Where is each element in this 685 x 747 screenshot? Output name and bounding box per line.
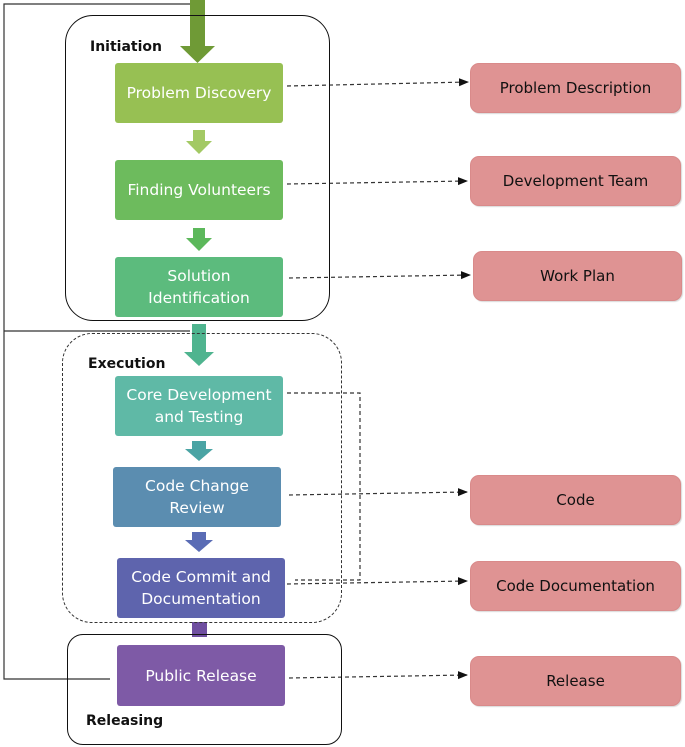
- artifact-release: Release: [470, 656, 681, 706]
- step-arrow-3: [184, 324, 214, 366]
- releasing-label: Releasing: [86, 713, 164, 729]
- connector-development-team: [286, 177, 468, 186]
- execution-label: Execution: [88, 356, 166, 372]
- connector-code-documentation: [286, 577, 468, 586]
- connector-release: [288, 671, 468, 680]
- entry-arrow: [180, 0, 215, 63]
- step-code-commit-and-documentation: Code Commit and Documentation: [117, 558, 285, 618]
- connector-work-plan: [288, 271, 471, 280]
- step-arrow-2: [186, 228, 212, 251]
- connector-core-development-bracket: [287, 392, 361, 581]
- step-finding-volunteers: Finding Volunteers: [115, 160, 283, 220]
- artifact-work-plan: Work Plan: [473, 251, 682, 301]
- releasing-stage-box: [67, 634, 342, 745]
- step-public-release: Public Release: [117, 645, 285, 706]
- step-arrow-4: [185, 441, 213, 461]
- connector-problem-description: [286, 78, 469, 87]
- step-arrow-6: [192, 622, 207, 637]
- step-solution-identification: Solution Identification: [115, 257, 283, 317]
- artifact-development-team: Development Team: [470, 156, 681, 206]
- artifact-code-documentation: Code Documentation: [470, 561, 681, 611]
- step-code-change-review: Code Change Review: [113, 467, 281, 527]
- initiation-label: Initiation: [90, 39, 162, 55]
- artifact-problem-description: Problem Description: [470, 63, 681, 113]
- artifact-code: Code: [470, 475, 681, 525]
- step-problem-discovery: Problem Discovery: [115, 63, 283, 123]
- initiation-stage-box: [65, 15, 330, 321]
- step-core-development-and-testing: Core Development and Testing: [115, 376, 283, 436]
- feedback-loop-line: [3, 3, 190, 680]
- connector-code: [288, 488, 468, 497]
- step-arrow-5: [185, 532, 213, 552]
- step-arrow-1: [186, 130, 212, 154]
- execution-stage-box: [62, 333, 342, 623]
